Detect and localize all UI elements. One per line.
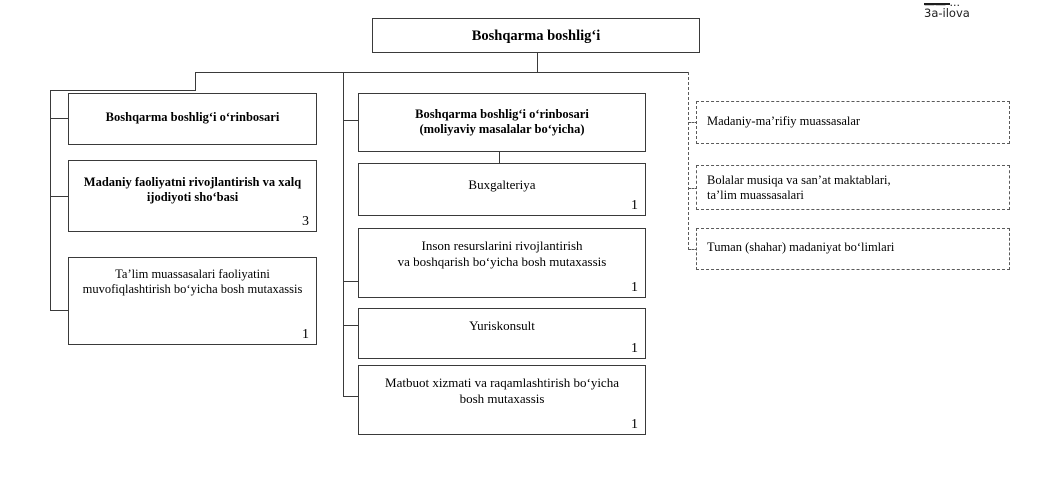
connector-root-drop — [537, 53, 538, 72]
node-center-3[interactable]: Inson resurslarini rivojlantirish va bos… — [358, 228, 646, 298]
node-left-2-label: Madaniy faoliyatni rivojlantirish va xal… — [83, 175, 302, 205]
connector-center-stub-1 — [343, 120, 359, 121]
node-left-3[interactable]: Ta’lim muassasalari faoliyatini muvofiql… — [68, 257, 317, 345]
connector-center-stub-4 — [343, 325, 359, 326]
connector-left-top-run — [50, 90, 196, 91]
node-right-3-label: Tuman (shahar) madaniyat bo‘limlari — [707, 240, 895, 254]
node-center-2[interactable]: Buxgalteriya 1 — [358, 163, 646, 216]
node-left-2-count: 3 — [302, 214, 309, 229]
connector-main-bus — [195, 72, 689, 73]
node-center-4[interactable]: Yuriskonsult 1 — [358, 308, 646, 359]
connector-right-stub-1 — [688, 122, 698, 123]
node-center-1-line1: Boshqarma boshlig‘i o‘rinbosari — [415, 107, 589, 121]
node-center-5-line2: bosh mutaxassis — [459, 390, 545, 406]
connector-left-stub-2 — [50, 196, 69, 197]
node-center-5[interactable]: Matbuot xizmati va raqamlashtirish bo‘yi… — [358, 365, 646, 435]
document-caption: —— ··· 3a-ilova — [924, 0, 1042, 22]
connector-left-spine — [50, 90, 51, 311]
node-right-1-label: Madaniy-ma’rifiy muassasalar — [707, 114, 861, 128]
connector-right-stub-3 — [688, 249, 698, 250]
connector-left-stub-3 — [50, 310, 69, 311]
connector-left-stub-1 — [50, 118, 69, 119]
node-center-5-count: 1 — [631, 417, 638, 432]
node-center-2-count: 1 — [631, 198, 638, 213]
node-center-4-label: Yuriskonsult — [469, 318, 535, 333]
node-left-1-label: Boshqarma boshlig‘i o‘rinbosari — [105, 110, 280, 124]
node-center-2-label: Buxgalteriya — [468, 177, 536, 192]
node-center-3-count: 1 — [631, 280, 638, 295]
connector-center-stub-5 — [343, 396, 359, 397]
node-right-1[interactable]: Madaniy-ma’rifiy muassasalar — [696, 101, 1010, 144]
connector-center-stub-3 — [343, 281, 359, 282]
node-right-3[interactable]: Tuman (shahar) madaniyat bo‘limlari — [696, 228, 1010, 270]
node-right-2[interactable]: Bolalar musiqa va san’at maktablari, ta’… — [696, 165, 1010, 210]
node-right-2-line2: ta’lim muassasalari — [707, 188, 804, 203]
node-left-3-count: 1 — [302, 327, 309, 342]
node-center-5-line1: Matbuot xizmati va raqamlashtirish bo‘yi… — [385, 375, 619, 390]
node-center-3-line2: va boshqarish bo‘yicha bosh mutaxassis — [397, 253, 607, 269]
connector-left-drop — [195, 72, 196, 90]
node-left-1[interactable]: Boshqarma boshlig‘i o‘rinbosari — [68, 93, 317, 145]
node-center-1-line2: (moliyaviy masalalar bo‘yicha) — [419, 122, 585, 137]
connector-center-spine — [343, 72, 344, 396]
caption-annex-label: 3a-ilova — [924, 6, 970, 20]
node-right-2-line1: Bolalar musiqa va san’at maktablari, — [707, 173, 891, 187]
node-left-2[interactable]: Madaniy faoliyatni rivojlantirish va xal… — [68, 160, 317, 232]
node-center-4-count: 1 — [631, 341, 638, 356]
node-root[interactable]: Boshqarma boshlig‘i — [372, 18, 700, 53]
node-left-3-label: Ta’lim muassasalari faoliyatini muvofiql… — [82, 267, 303, 297]
connector-right-stub-2 — [688, 188, 698, 189]
caption-rule-icon — [924, 3, 950, 5]
node-center-3-line1: Inson resurslarini rivojlantirish — [421, 238, 583, 253]
connector-deputy-to-accounting — [499, 152, 500, 163]
node-root-label: Boshqarma boshlig‘i — [471, 28, 601, 44]
connector-right-spine — [688, 72, 689, 250]
node-center-1[interactable]: Boshqarma boshlig‘i o‘rinbosari (moliyav… — [358, 93, 646, 152]
